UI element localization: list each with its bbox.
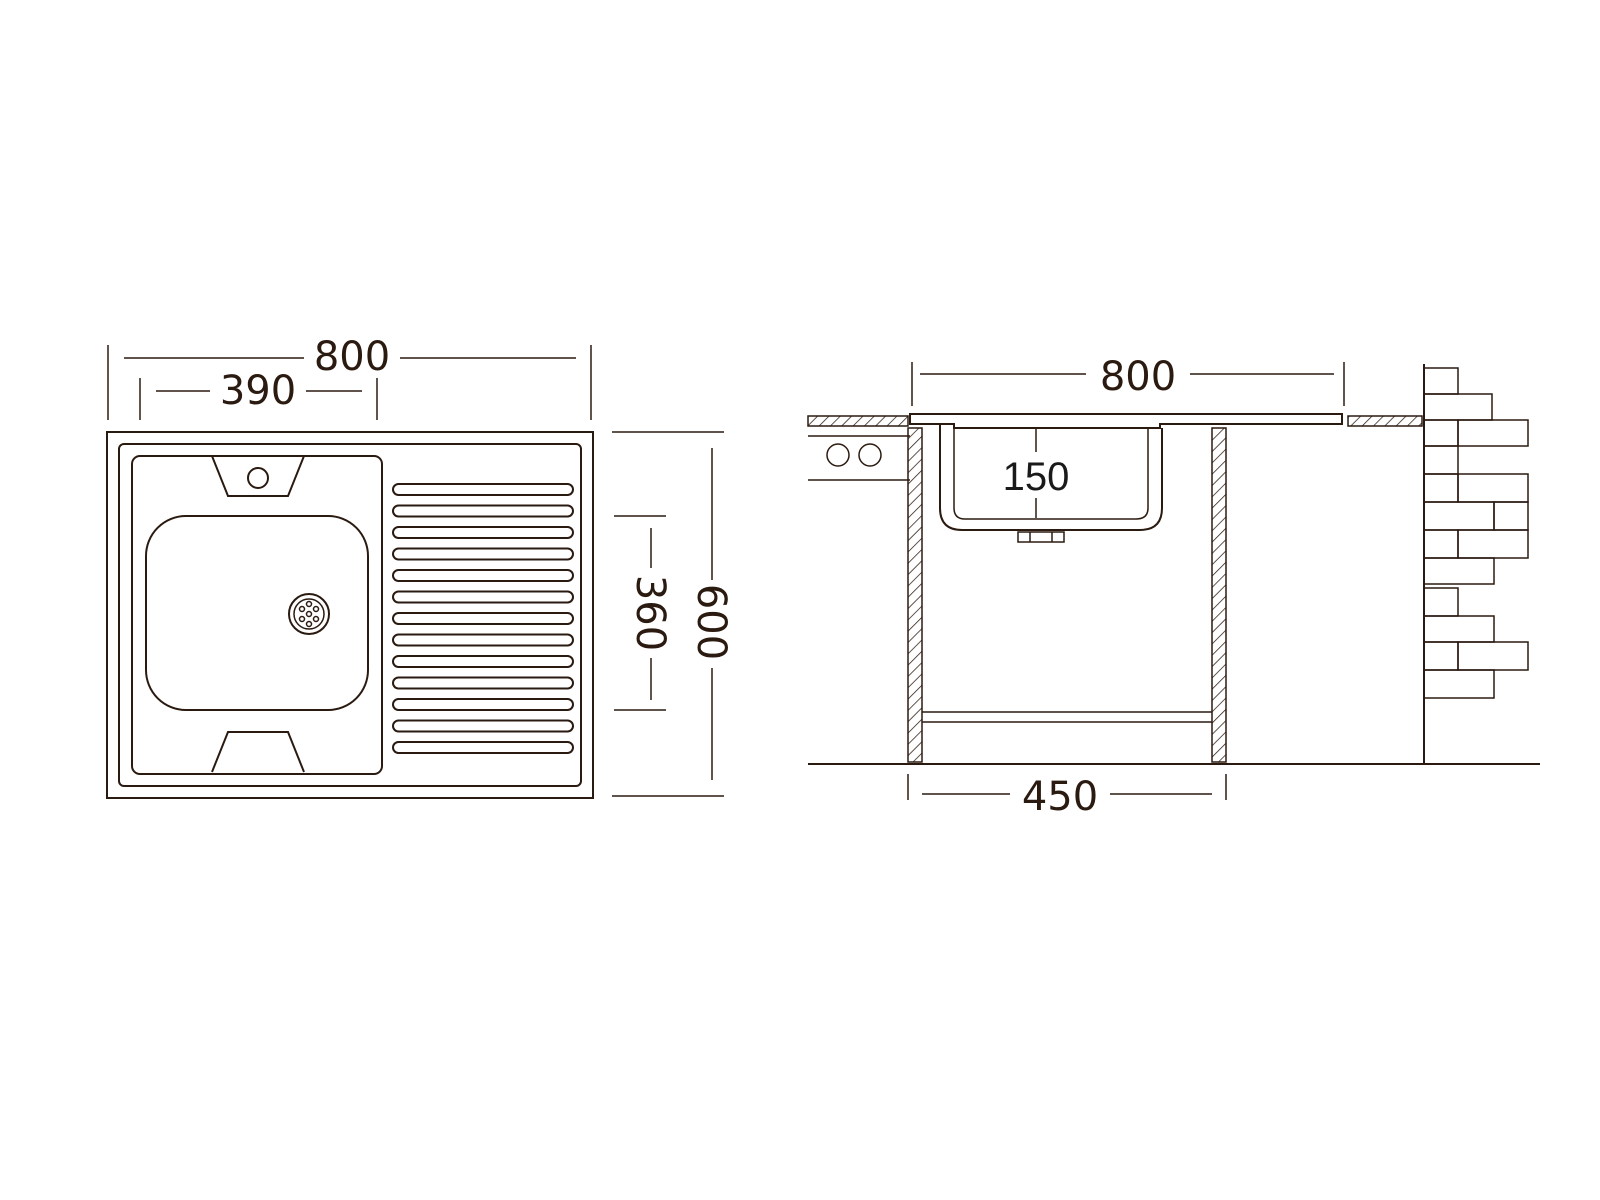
sink-bowl-section xyxy=(939,424,1163,531)
dim-side-bowl-height: 150 xyxy=(1003,455,1070,499)
brick xyxy=(1493,501,1529,531)
cabinet-panel-right xyxy=(1211,427,1227,763)
brick xyxy=(1423,473,1459,503)
countertop-right xyxy=(1347,415,1423,427)
drainboard-rib xyxy=(392,590,574,604)
cabinet-panel-left xyxy=(907,427,923,763)
brick xyxy=(1423,669,1495,699)
drain-icon xyxy=(288,593,330,635)
overflow-bracket xyxy=(211,455,305,497)
dim-top-bowl-depth: 360 xyxy=(627,575,673,651)
brick xyxy=(1423,445,1459,475)
side-view: 800 150 450 xyxy=(807,354,1540,820)
brick xyxy=(1457,473,1529,503)
sink-inner-rim xyxy=(118,443,582,787)
drainboard-rib xyxy=(392,569,574,582)
drainboard-rib xyxy=(392,698,574,711)
overflow-hole xyxy=(247,467,269,489)
brick xyxy=(1423,615,1495,643)
pipe-icon-2 xyxy=(858,443,882,467)
brick xyxy=(1457,641,1529,671)
drainboard-rib xyxy=(392,547,574,561)
top-view: 800 390 360 600 xyxy=(106,334,734,799)
drainboard-rib xyxy=(392,526,574,539)
brick-wall xyxy=(1423,367,1529,699)
drainboard-rib xyxy=(392,633,574,647)
bowl-recess xyxy=(131,455,383,775)
brick xyxy=(1423,557,1495,585)
drainboard-rib xyxy=(392,676,574,690)
sink-bowl-section-inner xyxy=(953,428,1149,520)
drainboard-rib xyxy=(392,612,574,625)
dim-top-bowl-width: 390 xyxy=(220,368,296,414)
drainboard-rib xyxy=(392,719,574,733)
drainboard-rib xyxy=(392,655,574,668)
brick xyxy=(1423,419,1459,447)
brick xyxy=(1423,641,1459,671)
brick xyxy=(1423,587,1459,617)
pipe-icon-1 xyxy=(826,443,850,467)
drainboard-ribs xyxy=(392,483,574,754)
drainboard-rib xyxy=(392,483,574,496)
sink-outer-rim xyxy=(106,431,594,799)
brick xyxy=(1423,529,1459,559)
brick xyxy=(1457,529,1529,559)
brick xyxy=(1423,367,1459,395)
brick xyxy=(1423,393,1493,421)
dim-top-overall-width: 800 xyxy=(314,334,390,380)
sink-flange xyxy=(909,413,1343,429)
drainboard-rib xyxy=(392,504,574,518)
bowl-drain-outlet xyxy=(1017,531,1065,543)
bowl-front-bracket xyxy=(211,731,305,773)
dim-side-cabinet-width: 450 xyxy=(1022,774,1098,820)
dim-top-overall-depth: 600 xyxy=(688,584,734,660)
brick xyxy=(1457,419,1529,447)
drainboard-rib xyxy=(392,741,574,754)
bowl xyxy=(145,515,369,711)
dim-side-overall-width: 800 xyxy=(1100,354,1176,400)
countertop-left xyxy=(807,415,909,427)
brick xyxy=(1423,501,1495,531)
